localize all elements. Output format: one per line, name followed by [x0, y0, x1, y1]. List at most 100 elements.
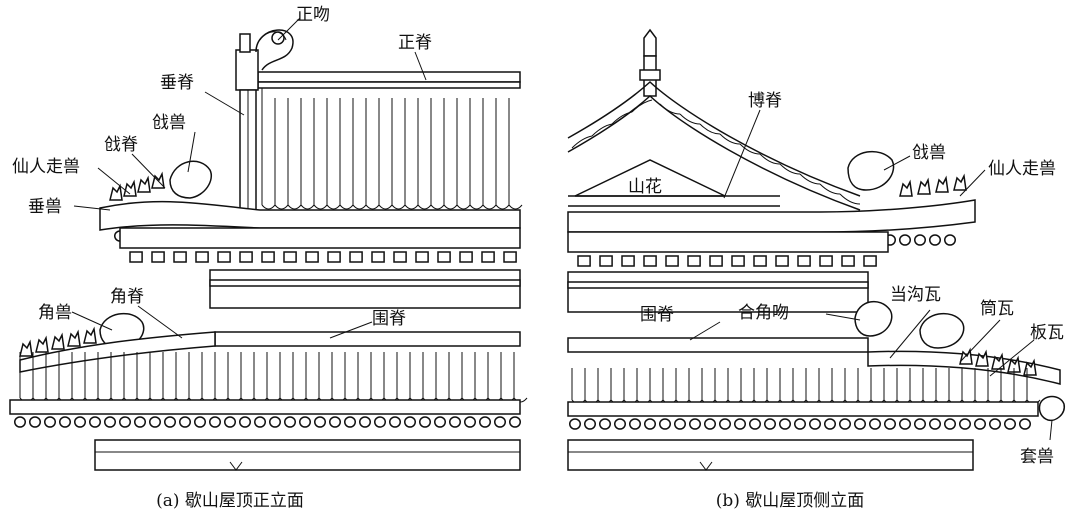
tile-end — [929, 418, 941, 430]
tile-column — [482, 204, 497, 210]
tile-end — [344, 416, 356, 428]
gable-scallop — [779, 163, 801, 175]
bracket — [217, 251, 231, 263]
main-ridge-base — [257, 81, 521, 89]
bracket — [665, 255, 679, 267]
tile-end — [224, 416, 236, 428]
gable-scallop — [739, 143, 761, 155]
tile-end — [1004, 418, 1016, 430]
tile-end — [959, 418, 971, 430]
tile-end — [194, 416, 206, 428]
front-elevation-drawing — [9, 29, 528, 471]
ridge-figurine — [991, 352, 1005, 370]
label-danggouwa: 当沟瓦 — [890, 285, 941, 305]
tile-column — [469, 204, 484, 210]
tile-end — [434, 416, 446, 428]
label-chuishou: 垂兽 — [28, 197, 62, 217]
side-lower-roof-tiles — [571, 368, 1041, 405]
eave-end-beast — [1038, 395, 1065, 422]
tile-end — [599, 418, 611, 430]
tile-column — [313, 204, 328, 210]
bracket — [129, 251, 143, 263]
tile-end — [944, 234, 956, 246]
bracket — [151, 251, 165, 263]
ridge-figurine — [123, 179, 137, 197]
tile-end — [509, 416, 521, 428]
gable-scallop — [571, 135, 593, 149]
ridge-figurine — [19, 339, 33, 357]
tile-end — [794, 418, 806, 430]
tile-end — [389, 416, 401, 428]
bracket — [283, 251, 297, 263]
bracket — [437, 251, 451, 263]
tile-end — [914, 234, 926, 246]
tile-end — [659, 418, 671, 430]
label-qiangshou: 戗兽 — [152, 113, 186, 133]
label-chuiji: 垂脊 — [160, 73, 194, 93]
bracket — [753, 255, 767, 267]
tile-end — [734, 418, 746, 430]
bracket — [195, 251, 209, 263]
tile-column — [456, 204, 471, 210]
tile-end — [314, 416, 326, 428]
gable-scallop — [719, 133, 741, 145]
bracket — [349, 251, 363, 263]
ridge-figurine — [975, 349, 989, 367]
tile-end — [974, 418, 986, 430]
main-ridge — [257, 71, 521, 83]
side-base-platform — [567, 439, 974, 471]
tile-end — [284, 416, 296, 428]
side-upper-brackets — [577, 255, 877, 267]
ridge-figurine — [953, 173, 967, 191]
tile-column — [339, 204, 354, 210]
tile-column — [274, 204, 289, 210]
leader-lines — [71, 17, 1053, 441]
bracket — [305, 251, 319, 263]
tile-end — [134, 416, 146, 428]
tile-end — [29, 416, 41, 428]
bracket — [393, 251, 407, 263]
tile-end — [629, 418, 641, 430]
tile-end — [614, 418, 626, 430]
gable-scallop — [699, 123, 721, 135]
bracket — [621, 255, 635, 267]
bracket — [459, 251, 473, 263]
side-upper-eave — [567, 199, 976, 233]
ridge-beasts-side — [899, 173, 967, 197]
tile-end — [44, 416, 56, 428]
tile-end — [809, 418, 821, 430]
tile-column — [261, 204, 276, 210]
side-corner-beast — [919, 312, 965, 349]
middle-wall — [209, 269, 521, 309]
side-surrounding-ridge — [567, 337, 869, 353]
gable-scallop — [819, 183, 841, 195]
label-jiaoshou: 角兽 — [38, 303, 72, 323]
tile-end — [59, 416, 71, 428]
label-hejiaowen: 合角吻 — [738, 303, 789, 323]
bracket — [577, 255, 591, 267]
tile-end — [209, 416, 221, 428]
gable-scallop — [591, 123, 613, 137]
tile-end — [839, 418, 851, 430]
tile-end — [914, 418, 926, 430]
tile-end — [704, 418, 716, 430]
bracket — [415, 251, 429, 263]
ridge-figurine — [917, 177, 931, 195]
tile-end — [989, 418, 1001, 430]
tile-end — [269, 416, 281, 428]
bracket — [643, 255, 657, 267]
tile-end — [869, 418, 881, 430]
surrounding-ridge — [214, 331, 521, 347]
bracket — [261, 251, 275, 263]
ridge-finial-dragon — [235, 29, 294, 91]
tile-end — [254, 416, 266, 428]
bracket — [173, 251, 187, 263]
ridge-figurine — [83, 326, 97, 344]
ridge-figurine — [1007, 355, 1021, 373]
gable-scallop — [631, 99, 653, 113]
tile-end — [689, 418, 701, 430]
tile-column — [417, 204, 432, 210]
label-boji: 博脊 — [748, 91, 782, 111]
tile-end — [899, 418, 911, 430]
bracket — [687, 255, 701, 267]
